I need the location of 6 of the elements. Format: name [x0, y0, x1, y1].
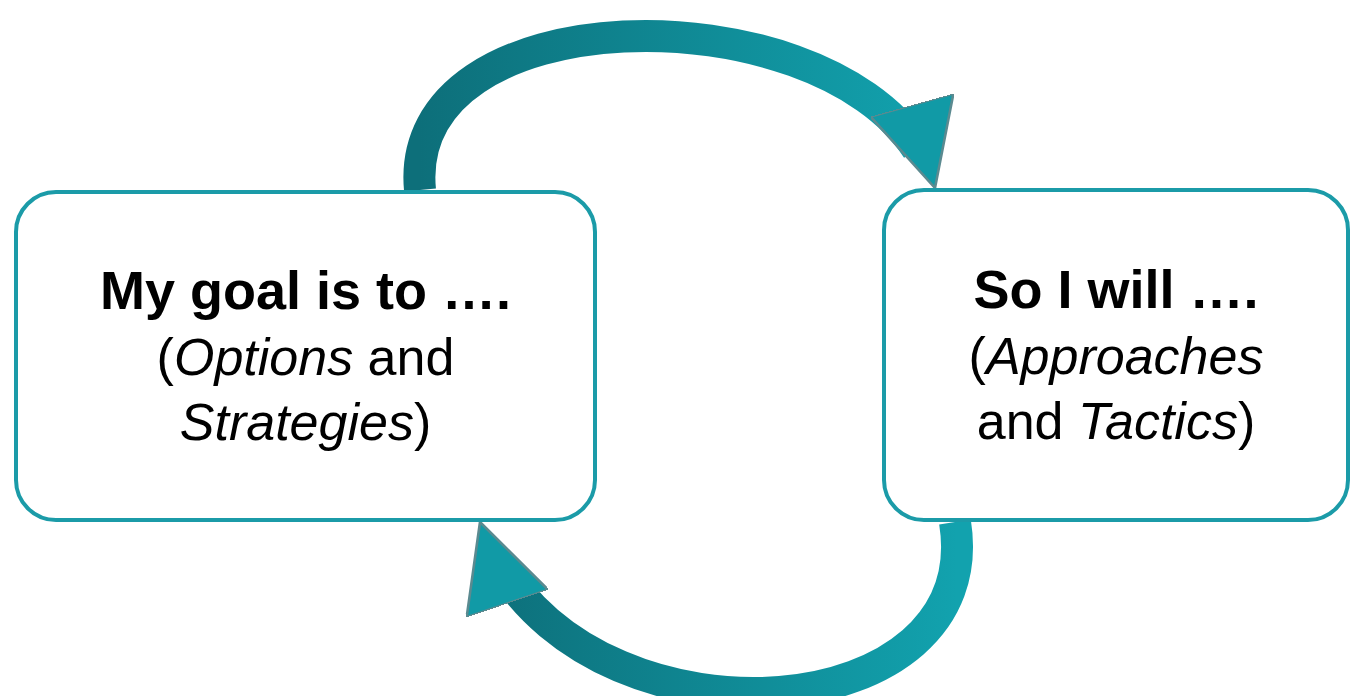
box-heading: So I will ….	[973, 258, 1259, 322]
box-text: (Options and Strategies)	[155, 326, 456, 453]
box-text: (Approaches and Tactics)	[967, 325, 1265, 452]
rounded-box	[882, 188, 1350, 522]
box-heading: My goal is to ….	[99, 259, 511, 323]
rounded-box	[14, 190, 597, 522]
